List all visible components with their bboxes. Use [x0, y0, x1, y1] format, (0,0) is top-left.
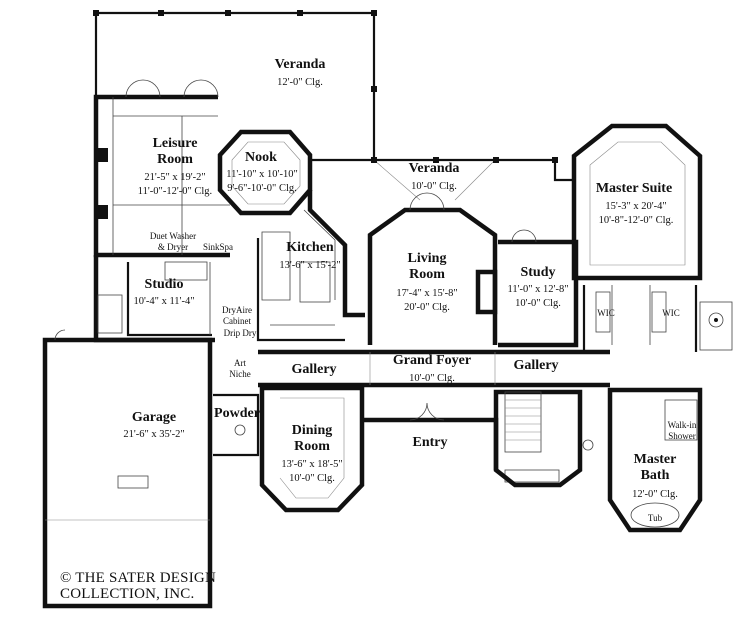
master-suite-dim: 15'-3" x 20'-4" — [605, 201, 666, 212]
master-bath-clg: 12'-0" Clg. — [632, 489, 678, 500]
master-suite-walls — [571, 123, 703, 352]
grand-foyer-name: Grand Foyer — [393, 353, 471, 368]
duet-washer-label: Duet Washer — [150, 231, 196, 241]
leisure-name: Leisure — [153, 136, 198, 151]
wic-right-label: WIC — [662, 308, 680, 318]
studio-name: Studio — [145, 277, 184, 292]
living-name: Living — [408, 251, 447, 266]
grand-foyer-clg: 10'-0" Clg. — [409, 373, 455, 384]
kitchen-walls — [256, 190, 365, 342]
living-name2: Room — [409, 267, 445, 282]
powder-name: Powder — [214, 406, 260, 421]
entry-walls — [362, 389, 583, 488]
dryaire-label: DryAire — [222, 305, 252, 315]
studio-dim: 10'-4" x 11'-4" — [134, 296, 195, 307]
garage-walls — [42, 329, 213, 609]
living-clg: 20'-0" Clg. — [404, 302, 450, 313]
copyright-line2: COLLECTION, INC. — [60, 586, 194, 602]
dining-name: Dining — [292, 423, 332, 438]
copyright-line1: © THE SATER DESIGN — [60, 570, 216, 586]
copyright-notice: © THE SATER DESIGN COLLECTION, INC. — [60, 570, 216, 602]
sink-spa-label: SinkSpa — [203, 242, 233, 252]
veranda-mid-name: Veranda — [409, 161, 460, 176]
leisure-room-walls — [93, 79, 230, 258]
master-bath-name: Master — [634, 452, 677, 467]
kitchen-dim: 13'-6" x 15'-2" — [279, 260, 340, 271]
garage-dim: 21'-6" x 35'-2" — [123, 429, 184, 440]
powder-room-walls — [213, 393, 260, 457]
dining-clg: 10'-0" Clg. — [289, 473, 335, 484]
stairs — [504, 391, 542, 453]
veranda-mid-outline — [310, 157, 576, 201]
gallery-right-name: Gallery — [513, 358, 558, 373]
veranda-mid-clg: 10'-0" Clg. — [411, 181, 457, 192]
master-bath-walls — [582, 387, 703, 533]
fixture-labels: Duet Washer & Dryer SinkSpa DryAire Cabi… — [150, 231, 697, 523]
leisure-name2: Room — [157, 152, 193, 167]
nook-walls — [217, 129, 313, 216]
and-dryer-label: & Dryer — [158, 242, 188, 252]
nook-dim: 11'-10" x 10'-10" — [226, 169, 297, 180]
art-label: Art — [234, 358, 246, 368]
wic-left-label: WIC — [597, 308, 615, 318]
gallery-left-name: Gallery — [291, 362, 336, 377]
dining-name2: Room — [294, 439, 330, 454]
study-name: Study — [520, 265, 555, 280]
tub-label: Tub — [648, 513, 663, 523]
drip-dry-label: Drip Dry — [224, 328, 257, 338]
shower-label: Shower — [668, 431, 696, 441]
study-dim: 11'-0" x 12'-8" — [508, 284, 569, 295]
living-dim: 17'-4" x 15'-8" — [396, 288, 457, 299]
study-walls — [498, 229, 579, 348]
nook-name: Nook — [245, 150, 277, 165]
room-labels: Veranda 12'-0" Clg. Leisure Room 21'-5" … — [123, 57, 678, 500]
veranda-top-clg: 12'-0" Clg. — [277, 77, 323, 88]
leisure-dim: 21'-5" x 19'-2" — [144, 172, 205, 183]
master-suite-clg: 10'-8"-12'-0" Clg. — [599, 215, 674, 226]
gallery-walls — [258, 349, 610, 388]
garage-name: Garage — [132, 410, 176, 425]
dining-room-walls — [259, 385, 365, 513]
master-bath-name2: Bath — [641, 468, 670, 483]
leisure-clg: 11'-0"-12'-0" Clg. — [138, 186, 212, 197]
cabinet-label: Cabinet — [223, 316, 251, 326]
living-room-walls — [367, 192, 498, 345]
entry-name: Entry — [413, 435, 448, 450]
walk-in-label: Walk-in — [668, 420, 697, 430]
dining-dim: 13'-6" x 18'-5" — [281, 459, 342, 470]
niche-label: Niche — [229, 369, 251, 379]
outdoor-shower-pad — [699, 301, 733, 351]
veranda-top-name: Veranda — [275, 57, 326, 72]
kitchen-name: Kitchen — [286, 240, 334, 255]
study-clg: 10'-0" Clg. — [515, 298, 561, 309]
master-suite-name: Master Suite — [596, 181, 672, 196]
nook-clg: 9'-6"-10'-0" Clg. — [227, 183, 297, 194]
